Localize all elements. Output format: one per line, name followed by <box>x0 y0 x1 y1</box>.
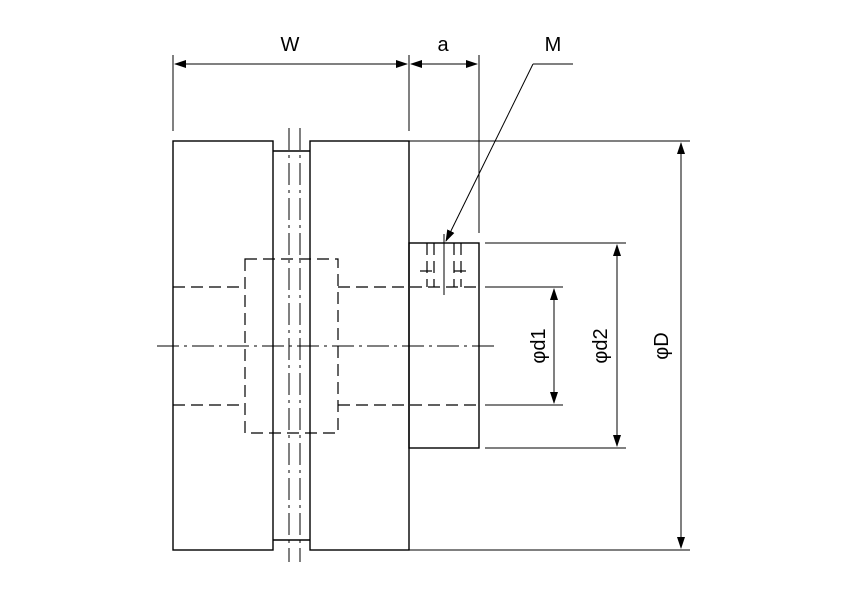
left-disk <box>172 140 274 551</box>
hidden-bore <box>173 258 479 434</box>
extension-lines <box>172 55 690 551</box>
spacer-centerlines <box>288 128 301 562</box>
label-m: M <box>545 34 562 56</box>
label-a: a <box>437 34 449 56</box>
label-d1: φd1 <box>528 328 550 363</box>
label-w: W <box>281 34 300 56</box>
setscrew-leader <box>445 63 573 242</box>
setscrew-hidden <box>420 234 468 295</box>
label-d2: φd2 <box>590 328 612 363</box>
label-D: φD <box>651 332 673 359</box>
